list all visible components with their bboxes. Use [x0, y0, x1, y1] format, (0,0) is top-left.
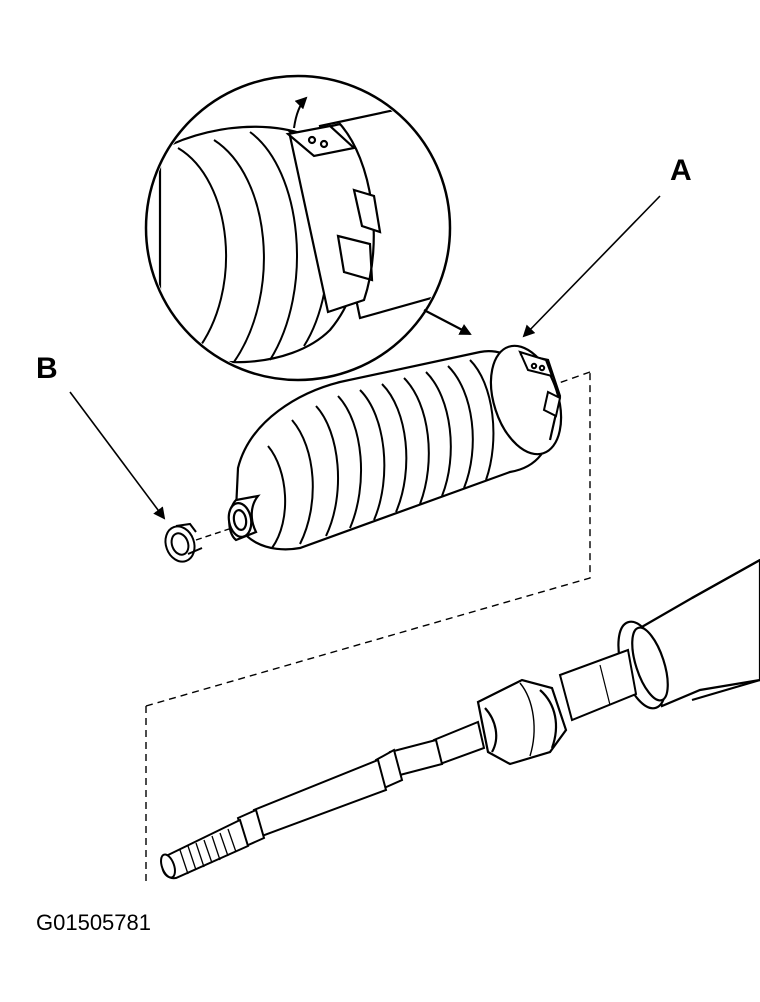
inset-pointer-arrow	[423, 309, 472, 335]
callout-label-a: A	[670, 154, 692, 187]
alignment-dashed-box	[145, 371, 591, 882]
rack-shaft	[558, 648, 638, 722]
small-boot-clip-b	[164, 522, 203, 563]
detail-inset	[144, 74, 452, 382]
figure-code: G01505781	[36, 910, 151, 935]
inner-ball-joint	[476, 678, 568, 766]
callout-b-leader	[69, 391, 166, 520]
tie-rod	[160, 720, 486, 880]
clip-to-boot-dashed-line	[195, 527, 233, 541]
large-boot-band-a	[518, 350, 562, 418]
callout-label-b: B	[36, 352, 58, 385]
thread-lines	[179, 828, 237, 875]
callout-a-leader	[522, 195, 661, 338]
